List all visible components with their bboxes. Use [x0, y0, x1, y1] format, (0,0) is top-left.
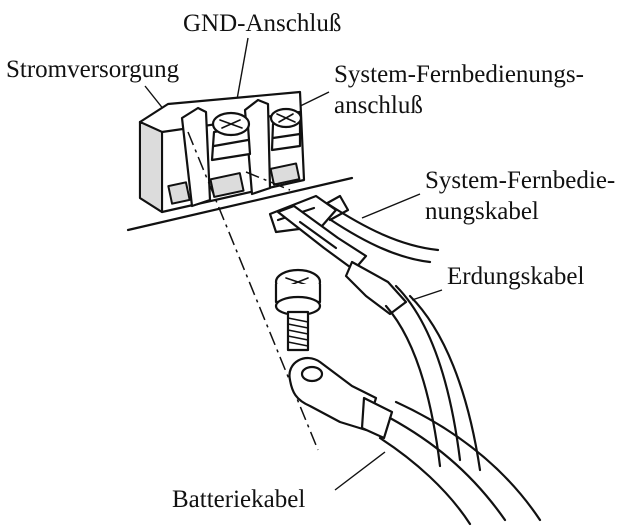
leader-lines [144, 37, 443, 491]
gnd-terminal-screw [210, 111, 252, 162]
separator-wall-middle [243, 98, 272, 196]
mounting-bolt [274, 268, 322, 352]
battery-cable [288, 356, 542, 526]
guide-line-battery [187, 131, 319, 451]
leader-battery-cable [334, 451, 386, 491]
label-remote-terminal-line2: anschluß [334, 92, 423, 119]
label-gnd-terminal: GND-Anschluß [183, 10, 341, 37]
panel-edge [126, 176, 354, 232]
label-remote-cable-line2: nungskabel [425, 198, 539, 225]
leader-remote-cable [361, 193, 421, 219]
guide-line-ground [245, 171, 291, 191]
label-ground-cable: Erdungskabel [447, 263, 585, 290]
terminal-block [138, 90, 306, 214]
label-remote-terminal-line1: System-Fernbedienungs- [334, 61, 584, 88]
label-battery-cable: Batteriekabel [172, 486, 305, 513]
leader-ground-cable [411, 289, 443, 301]
remote-terminal-screw [269, 107, 303, 152]
label-remote-cable-line1: System-Fernbedie- [425, 167, 615, 194]
leader-gnd [235, 37, 249, 106]
ground-cable [276, 204, 482, 472]
ground-cable-crimp [344, 260, 408, 316]
battery-crimp [360, 396, 394, 440]
label-power-supply: Stromversorgung [6, 56, 180, 83]
